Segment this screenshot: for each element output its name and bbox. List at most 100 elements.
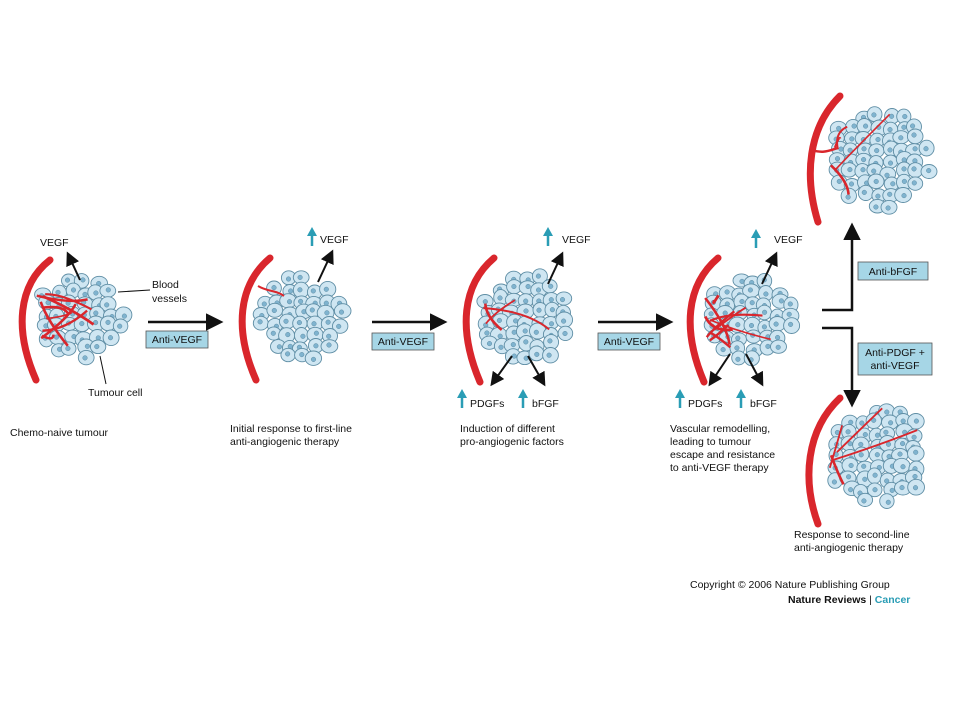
cell-nucleus: [861, 498, 867, 504]
stage-4-bfgf-label: bFGF: [750, 398, 777, 410]
stage-3-tumour: [476, 268, 574, 366]
cell-nucleus: [84, 343, 90, 349]
cell-nucleus: [887, 127, 893, 133]
cell-nucleus: [324, 310, 330, 316]
stage-1-vegf-arrow: [66, 251, 81, 281]
cell-nucleus: [271, 285, 277, 291]
cell-nucleus: [883, 429, 889, 435]
cell-nucleus: [299, 352, 305, 358]
blood-vessels-pointer: [117, 289, 151, 293]
cell-nucleus: [763, 291, 769, 297]
cell-nucleus: [309, 307, 315, 313]
cell-nucleus: [913, 418, 919, 424]
anti-vegf-box-3-label: Anti-VEGF: [604, 336, 654, 348]
stage-3-main-vessel: [462, 254, 498, 386]
cell-nucleus: [911, 434, 917, 440]
cell-nucleus: [902, 113, 908, 120]
cell-nucleus: [786, 311, 792, 317]
cell-nucleus: [884, 172, 890, 178]
cell-nucleus: [900, 418, 906, 424]
cell-nucleus: [482, 299, 488, 305]
cell-nucleus: [834, 156, 841, 162]
cell-nucleus: [901, 193, 907, 199]
cell-nucleus: [911, 180, 917, 186]
cell-nucleus: [65, 345, 71, 352]
cell-nucleus: [79, 321, 85, 327]
cell-nucleus: [534, 351, 540, 357]
cell-nucleus: [533, 329, 539, 335]
cell-nucleus: [845, 429, 851, 435]
journal-section: Cancer: [874, 594, 911, 606]
stage-4-vegf-arrow: [761, 251, 778, 285]
cell-nucleus: [720, 347, 726, 353]
cell-nucleus: [70, 287, 77, 293]
cell-nucleus: [525, 283, 531, 290]
stage-3-vegf-arrow: [547, 251, 564, 285]
stage-3-bfgf-arrow: [527, 355, 546, 387]
cell-nucleus: [871, 112, 877, 118]
cell-nucleus: [884, 478, 890, 484]
cell-nucleus: [873, 178, 879, 185]
cell-nucleus: [873, 204, 879, 210]
cell-nucleus: [497, 295, 503, 301]
cell-nucleus: [296, 320, 302, 326]
stage-4-vegf-up-arrow: [751, 229, 761, 248]
stage-2-vegf-arrow: [317, 249, 334, 283]
cell-nucleus: [861, 157, 867, 163]
cell-nucleus: [313, 330, 319, 336]
cell-nucleus: [851, 123, 857, 129]
blood-vessel: [705, 310, 736, 338]
stage-4-main-vessel: [686, 254, 722, 386]
cell-nucleus: [831, 479, 837, 485]
cell-nucleus: [911, 132, 917, 138]
cell-nucleus: [498, 344, 504, 350]
bottom-result-tumour: [827, 403, 925, 509]
cell-nucleus: [912, 146, 918, 152]
cell-nucleus: [861, 146, 867, 152]
stage-3-bfgf-up-arrow: [518, 389, 528, 408]
cell-nucleus: [884, 409, 890, 415]
top-result-main-vessel: [806, 92, 844, 226]
stage-1-vegf-label: VEGF: [40, 237, 69, 249]
cell-nucleus: [875, 136, 881, 143]
stage-4-tumour: [703, 272, 801, 367]
cell-nucleus: [912, 473, 918, 480]
top-result-tumour: [828, 106, 938, 215]
blood-vessels-label-line1: Blood: [152, 279, 179, 291]
journal-name: Nature Reviews: [788, 594, 867, 606]
cell-nucleus: [872, 472, 878, 478]
cell-nucleus: [511, 353, 517, 359]
blood-vessel: [484, 303, 503, 331]
cell-nucleus: [285, 351, 291, 357]
cell-nucleus: [117, 323, 123, 329]
cell-nucleus: [297, 287, 303, 293]
cell-nucleus: [310, 356, 317, 362]
cell-nucleus: [735, 356, 741, 362]
cell-nucleus: [761, 324, 767, 330]
blood-vessels-label-line2: vessels: [152, 293, 187, 305]
anti-vegf-box-2: [371, 332, 435, 351]
cell-nucleus: [901, 124, 907, 130]
cell-nucleus: [94, 344, 100, 350]
cell-nucleus: [900, 441, 906, 447]
cell-nucleus: [860, 167, 866, 173]
blood-vessel: [836, 407, 883, 453]
journal-line: Nature Reviews | Cancer: [690, 593, 940, 608]
blood-vessel: [829, 454, 845, 485]
cell-nucleus: [535, 287, 542, 293]
stage-4-bfgf-arrow: [745, 353, 764, 387]
cell-nucleus: [326, 342, 332, 348]
cell-nucleus: [285, 276, 292, 282]
stage-2-tumour: [252, 270, 352, 366]
cell-nucleus: [848, 462, 854, 469]
stage-4-pdgfs-up-arrow: [675, 389, 685, 408]
cell-nucleus: [765, 343, 771, 349]
tumour-cell-label: Tumour cell: [88, 387, 142, 399]
cell-nucleus: [522, 328, 528, 334]
blood-vessel: [45, 293, 92, 311]
cell-nucleus: [847, 167, 853, 173]
cell-nucleus: [847, 147, 853, 153]
cell-nucleus: [82, 291, 88, 297]
blood-vessel: [833, 136, 842, 148]
cell-nucleus: [899, 485, 905, 491]
